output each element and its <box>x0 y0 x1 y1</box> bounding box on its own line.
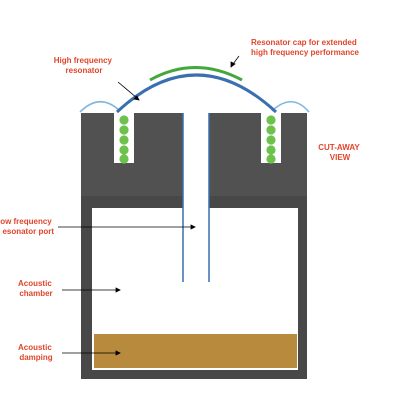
port-tube <box>183 208 209 282</box>
port-slot <box>183 113 209 210</box>
label-chamber: Acoustic chamber <box>18 279 54 298</box>
hf-resonator-dome <box>115 73 278 114</box>
resonator-dots-right <box>266 115 276 164</box>
label-lf-port: ow frequency esonator port <box>0 217 54 236</box>
resonator-dots-left <box>119 115 129 164</box>
pointer-arrows <box>58 55 240 356</box>
label-damping: Acoustic damping <box>18 343 54 362</box>
acoustic-damping <box>94 334 297 368</box>
resonator-cap <box>149 66 243 82</box>
surround-right <box>271 100 310 113</box>
surround-left <box>79 100 121 113</box>
label-hf-resonator: High frequency resonator <box>54 56 114 75</box>
label-resonator-cap: Resonator cap for extended high frequenc… <box>251 38 360 57</box>
label-cutaway: CUT-AWAY VIEW <box>318 143 362 162</box>
